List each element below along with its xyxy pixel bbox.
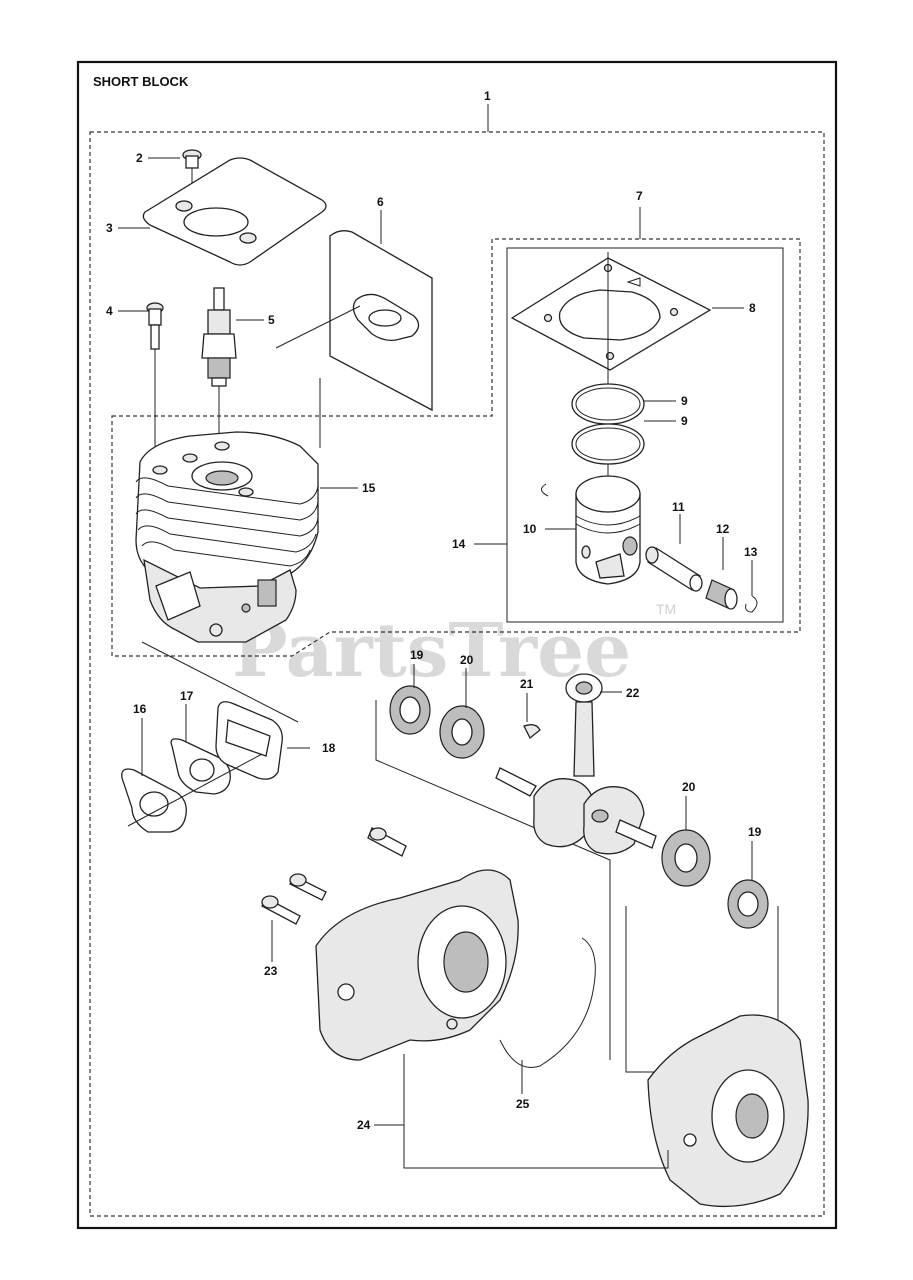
crankshaft <box>495 767 657 855</box>
diagram-title: SHORT BLOCK <box>93 74 189 89</box>
callout-14: 14 <box>452 537 466 551</box>
callout-22: 22 <box>626 686 640 700</box>
callout-12: 12 <box>716 522 730 536</box>
callout-20-upper: 20 <box>460 653 474 667</box>
callout-24: 24 <box>357 1118 371 1132</box>
cylinder <box>135 431 319 643</box>
cylinder-base-gasket <box>510 257 712 371</box>
crankcase-screws <box>261 827 407 925</box>
callout-11: 11 <box>672 500 685 514</box>
callout-8: 8 <box>749 301 756 315</box>
crank-bearing-right <box>661 829 711 887</box>
callout-18: 18 <box>322 741 336 755</box>
page-frame <box>76 60 838 1230</box>
piston-ring-lower <box>571 423 645 465</box>
callout-21: 21 <box>520 677 534 691</box>
piston-kit-outline <box>506 247 784 623</box>
heat-shield <box>275 230 433 448</box>
needle-bearing <box>705 579 738 610</box>
intake-adapter <box>215 701 283 780</box>
callout-3: 3 <box>106 221 113 235</box>
intake-spacer <box>170 738 231 795</box>
callout-16: 16 <box>133 702 147 716</box>
crank-bearing-left <box>439 705 485 759</box>
callout-19-lower: 19 <box>748 825 762 839</box>
piston <box>575 475 641 585</box>
callout-1: 1 <box>484 89 491 103</box>
crankcase-gasket <box>499 937 596 1068</box>
callout-13: 13 <box>744 545 758 559</box>
callout-4: 4 <box>106 304 113 318</box>
crank-seal-right <box>727 879 769 929</box>
callout-17: 17 <box>180 689 194 703</box>
short-block-assembly-outline <box>89 104 825 1217</box>
piston-ring-upper <box>571 383 645 425</box>
intake-gasket <box>121 768 187 833</box>
watermark-trademark: TM <box>656 601 676 617</box>
callout-2: 2 <box>136 151 143 165</box>
callout-9-lower: 9 <box>681 414 688 428</box>
cylinder-bolt <box>146 302 164 450</box>
callout-10: 10 <box>523 522 537 536</box>
callout-15: 15 <box>362 481 376 495</box>
callout-25: 25 <box>516 1097 530 1111</box>
callout-23: 23 <box>264 964 278 978</box>
leader-lines <box>118 157 753 749</box>
piston-pin-circlip-left <box>541 483 549 497</box>
piston-pin <box>645 546 703 592</box>
crank-seal-left <box>389 685 431 735</box>
crankcase-half-left <box>315 869 519 1061</box>
callout-7: 7 <box>636 189 643 203</box>
piston-pin-circlip-right <box>745 595 758 613</box>
connecting-rod <box>565 673 603 777</box>
callout-19-upper: 19 <box>410 648 424 662</box>
callout-6: 6 <box>377 195 384 209</box>
callout-5: 5 <box>268 313 275 327</box>
cylinder-assembly-outline <box>111 238 801 657</box>
callout-20-lower: 20 <box>682 780 696 794</box>
muffler-gasket <box>142 157 327 266</box>
crankcase-half-right <box>647 1014 809 1208</box>
woodruff-key <box>523 724 541 740</box>
callout-9-upper: 9 <box>681 394 688 408</box>
spark-plug <box>201 287 237 460</box>
